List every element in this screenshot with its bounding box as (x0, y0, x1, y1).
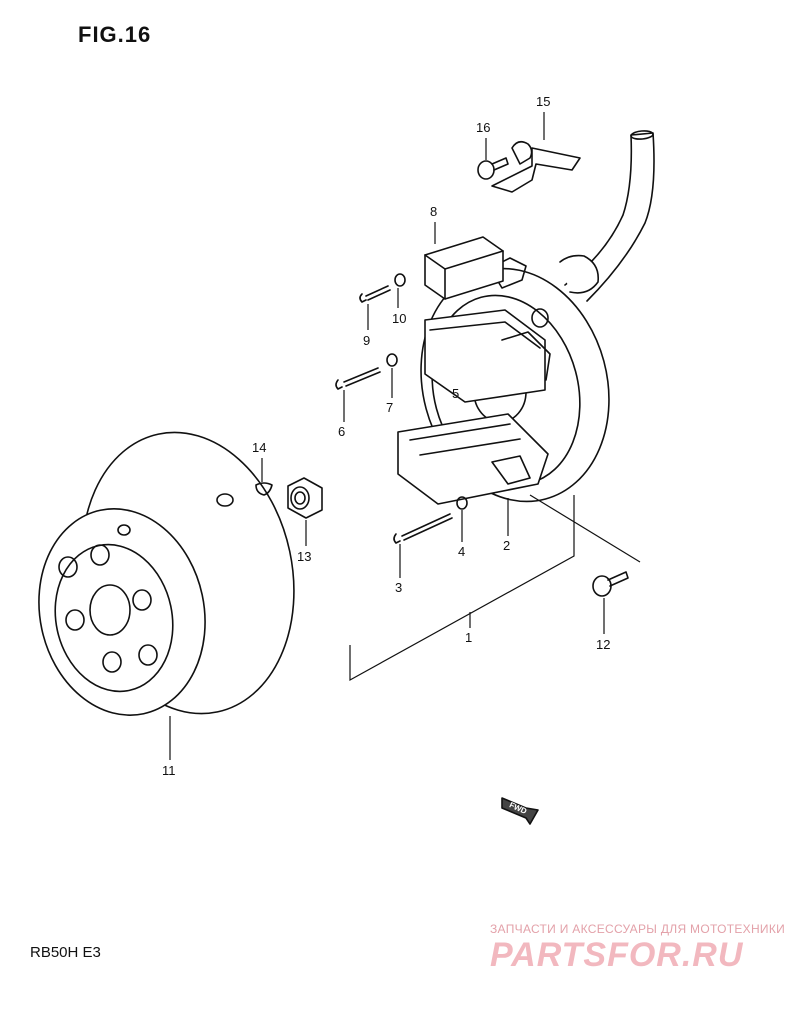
model-code: RB50H E3 (30, 944, 101, 961)
part-label-12: 12 (596, 637, 610, 652)
clamp-screw (477, 157, 509, 180)
bolt-12 (592, 571, 629, 597)
part-label-2: 2 (503, 538, 510, 553)
part-label-10: 10 (392, 311, 406, 326)
part-label-6: 6 (338, 424, 345, 439)
washer-10 (394, 273, 406, 287)
part-label-3: 3 (395, 580, 402, 595)
part-label-16: 16 (476, 120, 490, 135)
flywheel-rotor (38, 431, 295, 716)
wire-clamp (491, 140, 581, 193)
screw-6 (335, 367, 381, 390)
wire-harness (564, 132, 655, 302)
coupler (424, 236, 504, 300)
part-label-5: 5 (452, 386, 459, 401)
figure-title: FIG.16 (78, 22, 152, 47)
woodruff-key (255, 482, 273, 496)
part-label-9: 9 (363, 333, 370, 348)
screw-9 (359, 285, 391, 303)
washer-4 (456, 496, 468, 510)
screw-3 (393, 513, 453, 544)
part-label-15: 15 (536, 94, 550, 109)
watermark-tagline: ЗАПЧАСТИ И АКСЕССУАРЫ ДЛЯ МОТОТЕХНИКИ (490, 922, 786, 936)
part-label-1: 1 (465, 630, 472, 645)
part-label-13: 13 (297, 549, 311, 564)
stator-assembly (397, 257, 610, 505)
part-label-4: 4 (458, 544, 465, 559)
rotor-nut (287, 477, 323, 519)
part-label-8: 8 (430, 204, 437, 219)
washer-7 (386, 353, 398, 367)
watermark-logo: PARTSFOR.RU (490, 936, 744, 974)
fwd-arrow (501, 797, 539, 825)
part-label-14: 14 (252, 440, 266, 455)
part-label-7: 7 (386, 400, 393, 415)
part-label-11: 11 (162, 763, 176, 778)
